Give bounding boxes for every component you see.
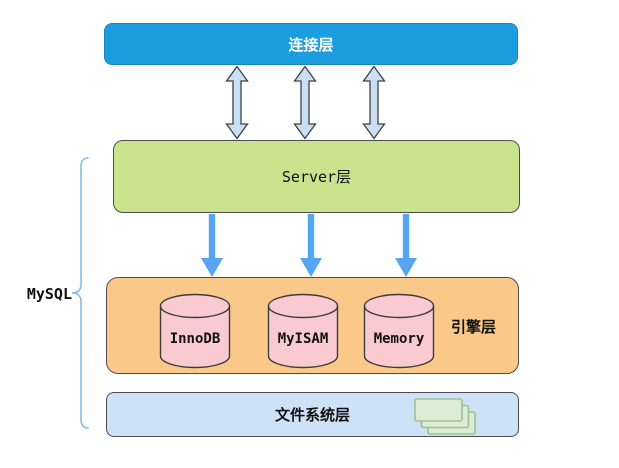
database-cylinder-icon [159, 293, 231, 369]
filesystem-layer-box: 文件系统层 [106, 392, 519, 437]
down-arrow-icon [395, 214, 417, 277]
filesystem-layer-label: 文件系统层 [274, 406, 350, 424]
memory-cylinder: Memory [363, 293, 435, 369]
server-layer-box: Server层 [113, 140, 520, 213]
connection-layer-label: 连接层 [288, 35, 334, 54]
innodb-cylinder: InnoDB [159, 293, 231, 369]
engine-layer-box: InnoDB MyISAM Memory 引擎层 [106, 277, 519, 374]
double-arrow-icon [225, 65, 249, 140]
server-layer-label: Server层 [281, 168, 352, 186]
innodb-label: InnoDB [169, 331, 221, 347]
memory-label: Memory [373, 331, 425, 347]
down-arrow-icon [201, 214, 223, 277]
database-cylinder-icon [267, 293, 339, 369]
engine-layer-label: 引擎层 [451, 318, 497, 336]
curly-brace-icon [71, 157, 89, 429]
stacked-files-icon [414, 398, 476, 435]
connection-layer-box: 连接层 [104, 23, 518, 65]
double-arrow-icon [293, 65, 317, 140]
double-arrow-icon [362, 65, 386, 140]
myisam-cylinder: MyISAM [267, 293, 339, 369]
mysql-label: MySQL [26, 285, 72, 303]
database-cylinder-icon [363, 293, 435, 369]
down-arrow-icon [300, 214, 322, 277]
myisam-label: MyISAM [277, 331, 329, 347]
